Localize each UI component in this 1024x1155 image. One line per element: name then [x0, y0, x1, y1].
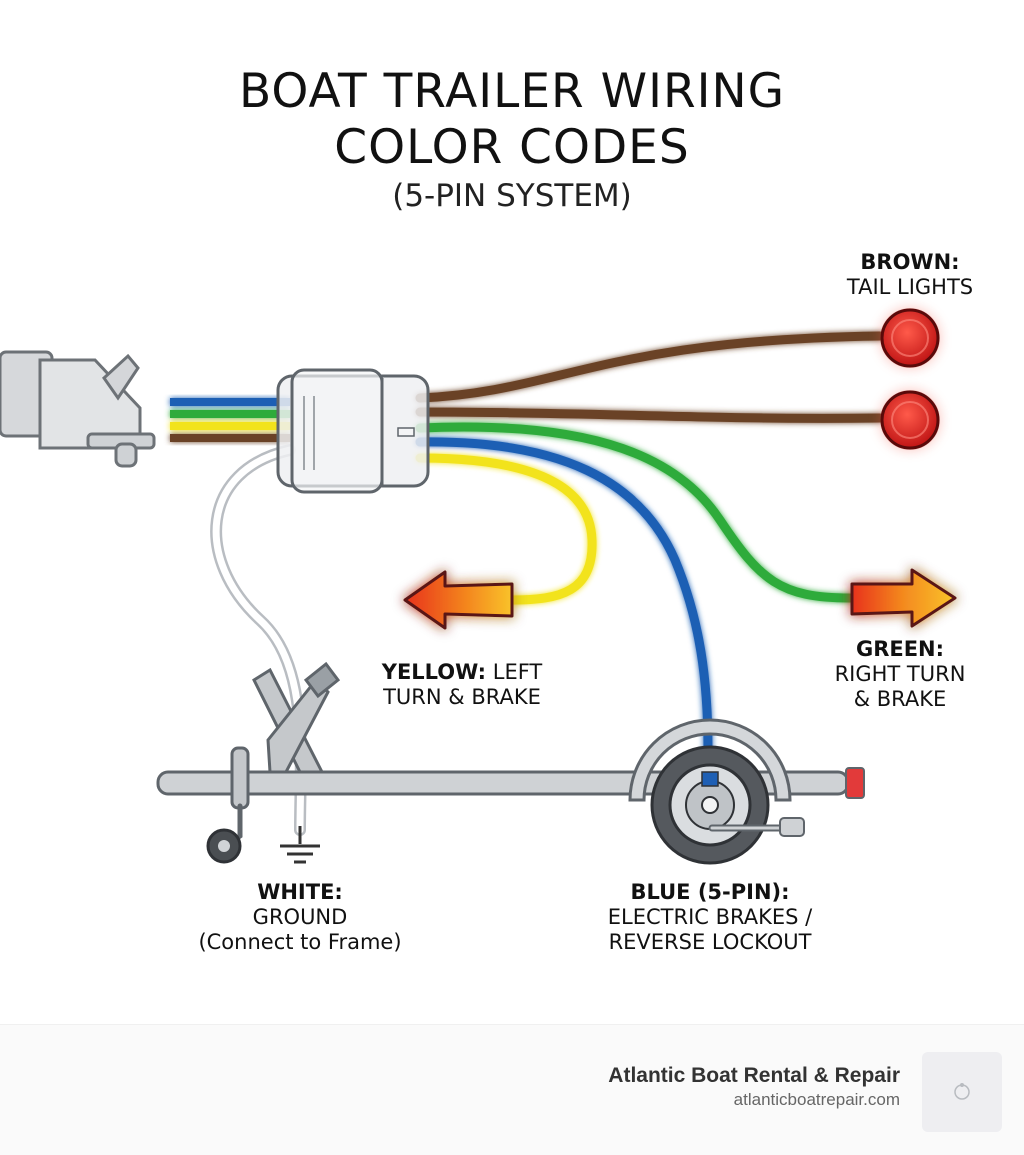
page-title-line2: COLOR CODES	[334, 120, 690, 175]
tail-light-icon	[880, 308, 940, 368]
turn-arrow-icon	[403, 570, 514, 630]
brown-wire-lower	[415, 407, 885, 423]
brown-wire-upper	[415, 331, 885, 403]
page-subtitle: (5-PIN SYSTEM)	[392, 178, 632, 214]
ground-symbol-icon	[280, 826, 320, 864]
turn-arrow-icon	[850, 568, 957, 628]
label-blue-head: BLUE (5-PIN):	[630, 880, 790, 904]
wheel-hub-icon	[628, 718, 805, 865]
label-brown-body: TAIL LIGHTS	[846, 275, 974, 299]
label-brown-head: BROWN:	[860, 250, 960, 274]
label-yellow-body2: TURN & BRAKE	[383, 685, 541, 709]
yellow-wire	[415, 453, 597, 605]
wire-bundle	[170, 398, 290, 442]
company-name: Atlantic Boat Rental & Repair	[608, 1064, 900, 1087]
label-green: GREEN: RIGHT TURN & BRAKE	[800, 637, 1000, 712]
hitch-coupler-icon	[0, 350, 156, 468]
page-title: BOAT TRAILER WIRING	[238, 64, 786, 119]
tail-light-icon	[880, 390, 940, 450]
label-blue-body1: ELECTRIC BRAKES /	[607, 905, 813, 929]
green-wire	[415, 422, 855, 603]
label-yellow-body1: LEFT	[486, 660, 543, 684]
label-brown: BROWN: TAIL LIGHTS	[810, 250, 1010, 300]
label-white-head: WHITE:	[257, 880, 343, 904]
logo-icon	[954, 1083, 970, 1100]
company-logo	[922, 1052, 1002, 1132]
label-blue-body2: REVERSE LOCKOUT	[608, 930, 812, 954]
label-green-head: GREEN:	[855, 637, 945, 661]
label-white-body1: GROUND	[252, 905, 348, 929]
label-yellow: YELLOW: LEFT TURN & BRAKE	[352, 660, 572, 710]
label-green-body2: & BRAKE	[853, 687, 947, 711]
label-yellow-head: YELLOW:	[381, 660, 487, 684]
label-green-body1: RIGHT TURN	[834, 662, 966, 686]
company-url[interactable]: atlanticboatrepair.com	[733, 1090, 900, 1109]
blue-wire	[415, 437, 713, 755]
label-white: WHITE: GROUND (Connect to Frame)	[180, 880, 420, 955]
label-blue: BLUE (5-PIN): ELECTRIC BRAKES / REVERSE …	[580, 880, 840, 955]
label-white-body2: (Connect to Frame)	[198, 930, 402, 954]
connector-plug-icon	[276, 368, 430, 494]
jack-wheel-icon	[206, 746, 250, 864]
output-wires	[415, 331, 885, 755]
footer	[0, 1024, 1024, 1155]
